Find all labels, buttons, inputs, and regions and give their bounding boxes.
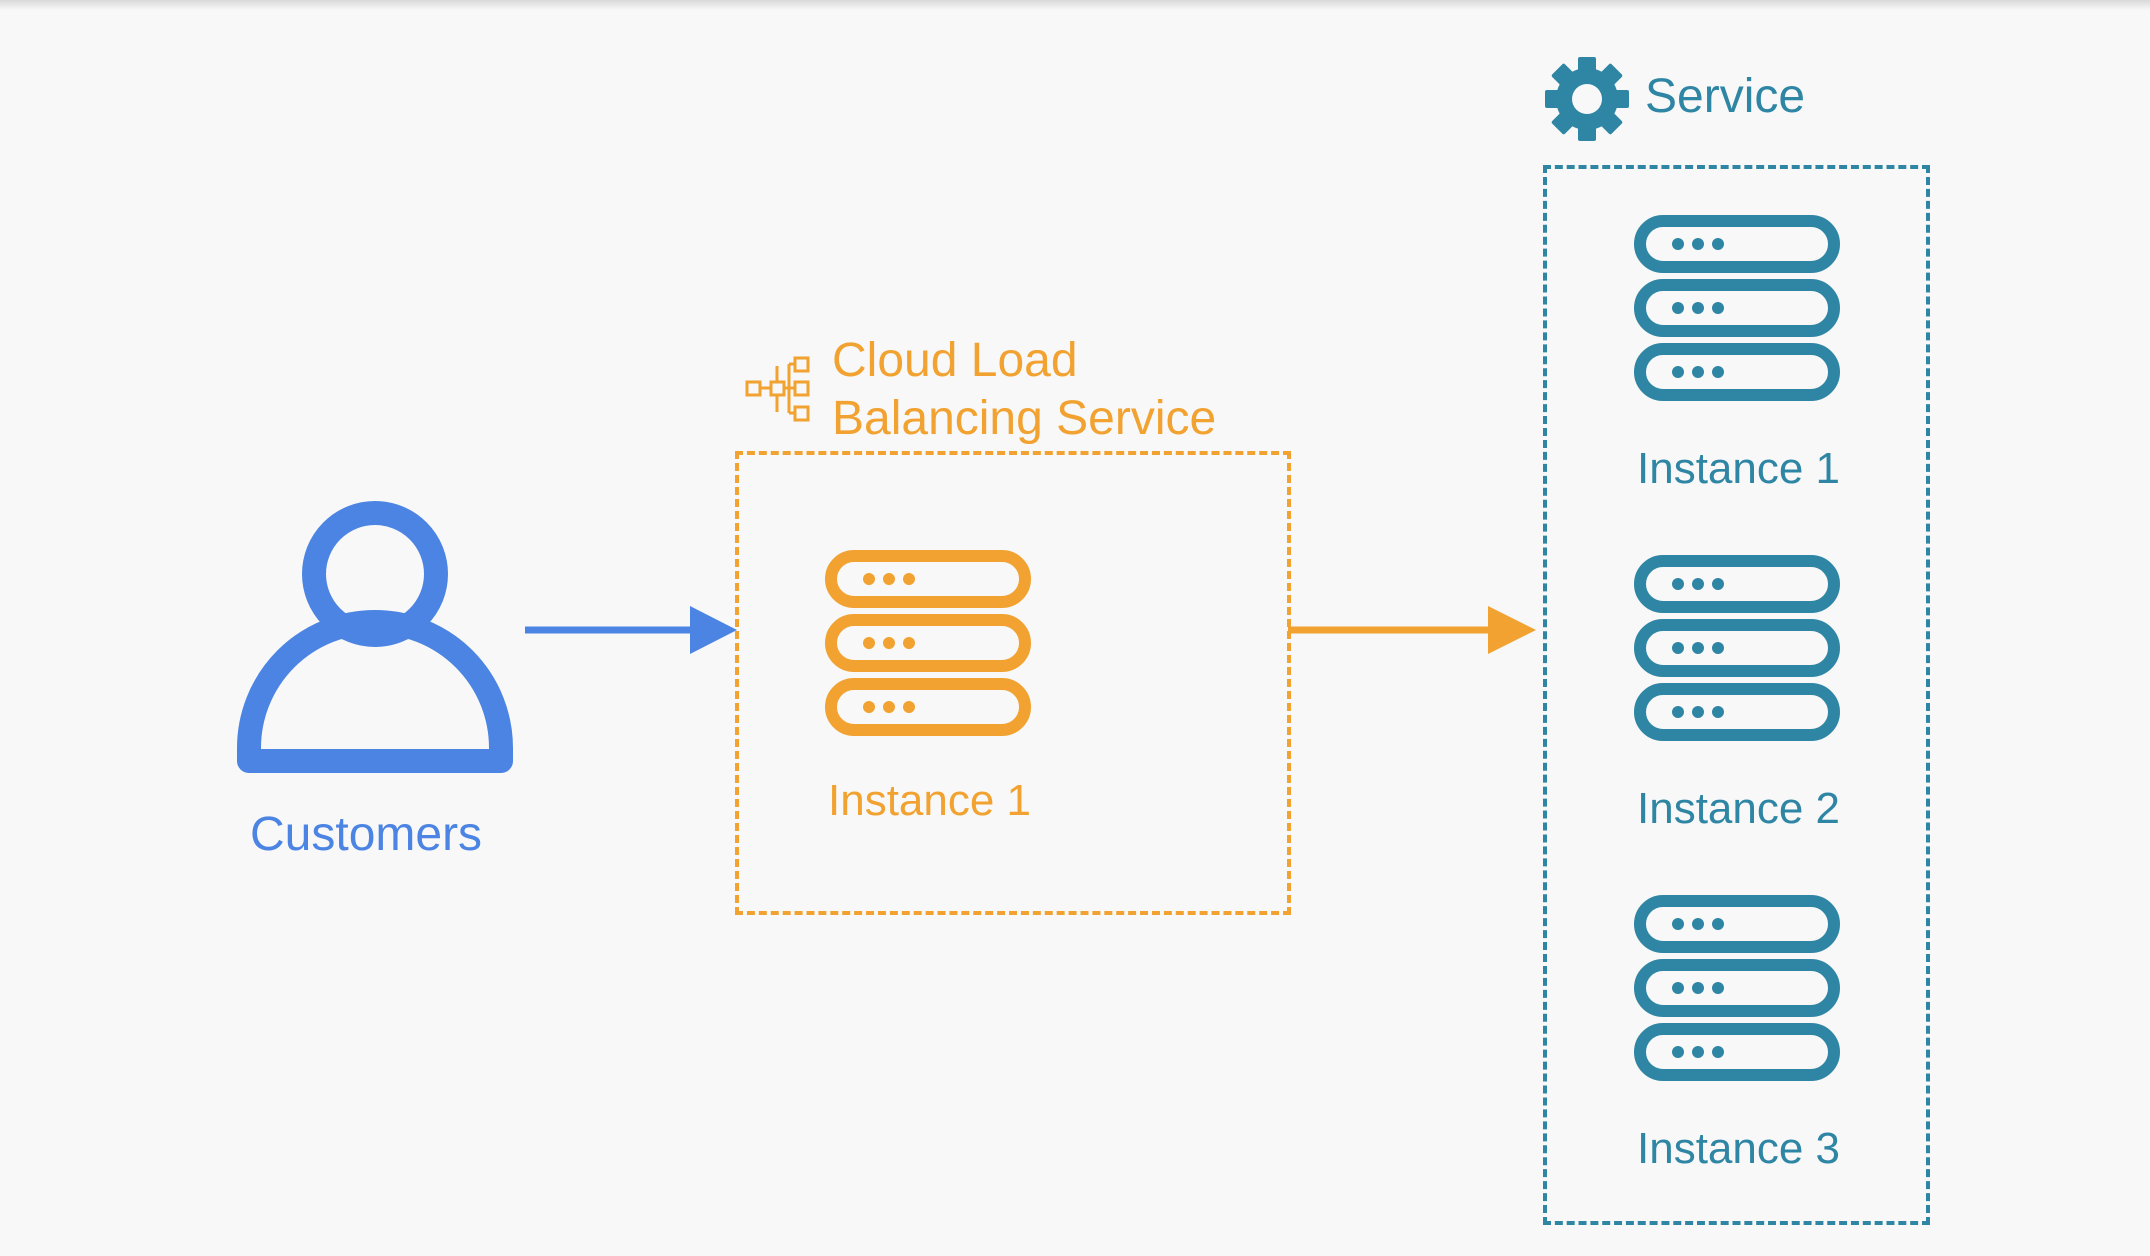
customers-label: Customers [250,808,483,861]
service-title: Service [1645,70,1806,123]
person-icon [237,501,513,773]
service-instance-label: Instance 2 [1637,784,1841,833]
server-icon [1634,555,1840,741]
lb-title-line2: Balancing Service [832,392,1217,445]
service-instance-label: Instance 1 [1637,444,1841,493]
arrow-customers-to-lb [525,606,737,654]
load-balancer-box [735,451,1291,915]
gear-icon [1545,57,1629,141]
top-shadow-bar [0,0,2150,10]
arrow-lb-to-service [1288,606,1536,654]
server-icon [825,550,1031,736]
network-hierarchy-icon [745,356,810,422]
service-box [1543,165,1930,1225]
service-instance-label: Instance 3 [1637,1124,1841,1173]
lb-instance-label: Instance 1 [828,776,1032,825]
lb-title-line1: Cloud Load [832,334,1078,387]
server-icon [1634,215,1840,401]
server-icon [1634,895,1840,1081]
